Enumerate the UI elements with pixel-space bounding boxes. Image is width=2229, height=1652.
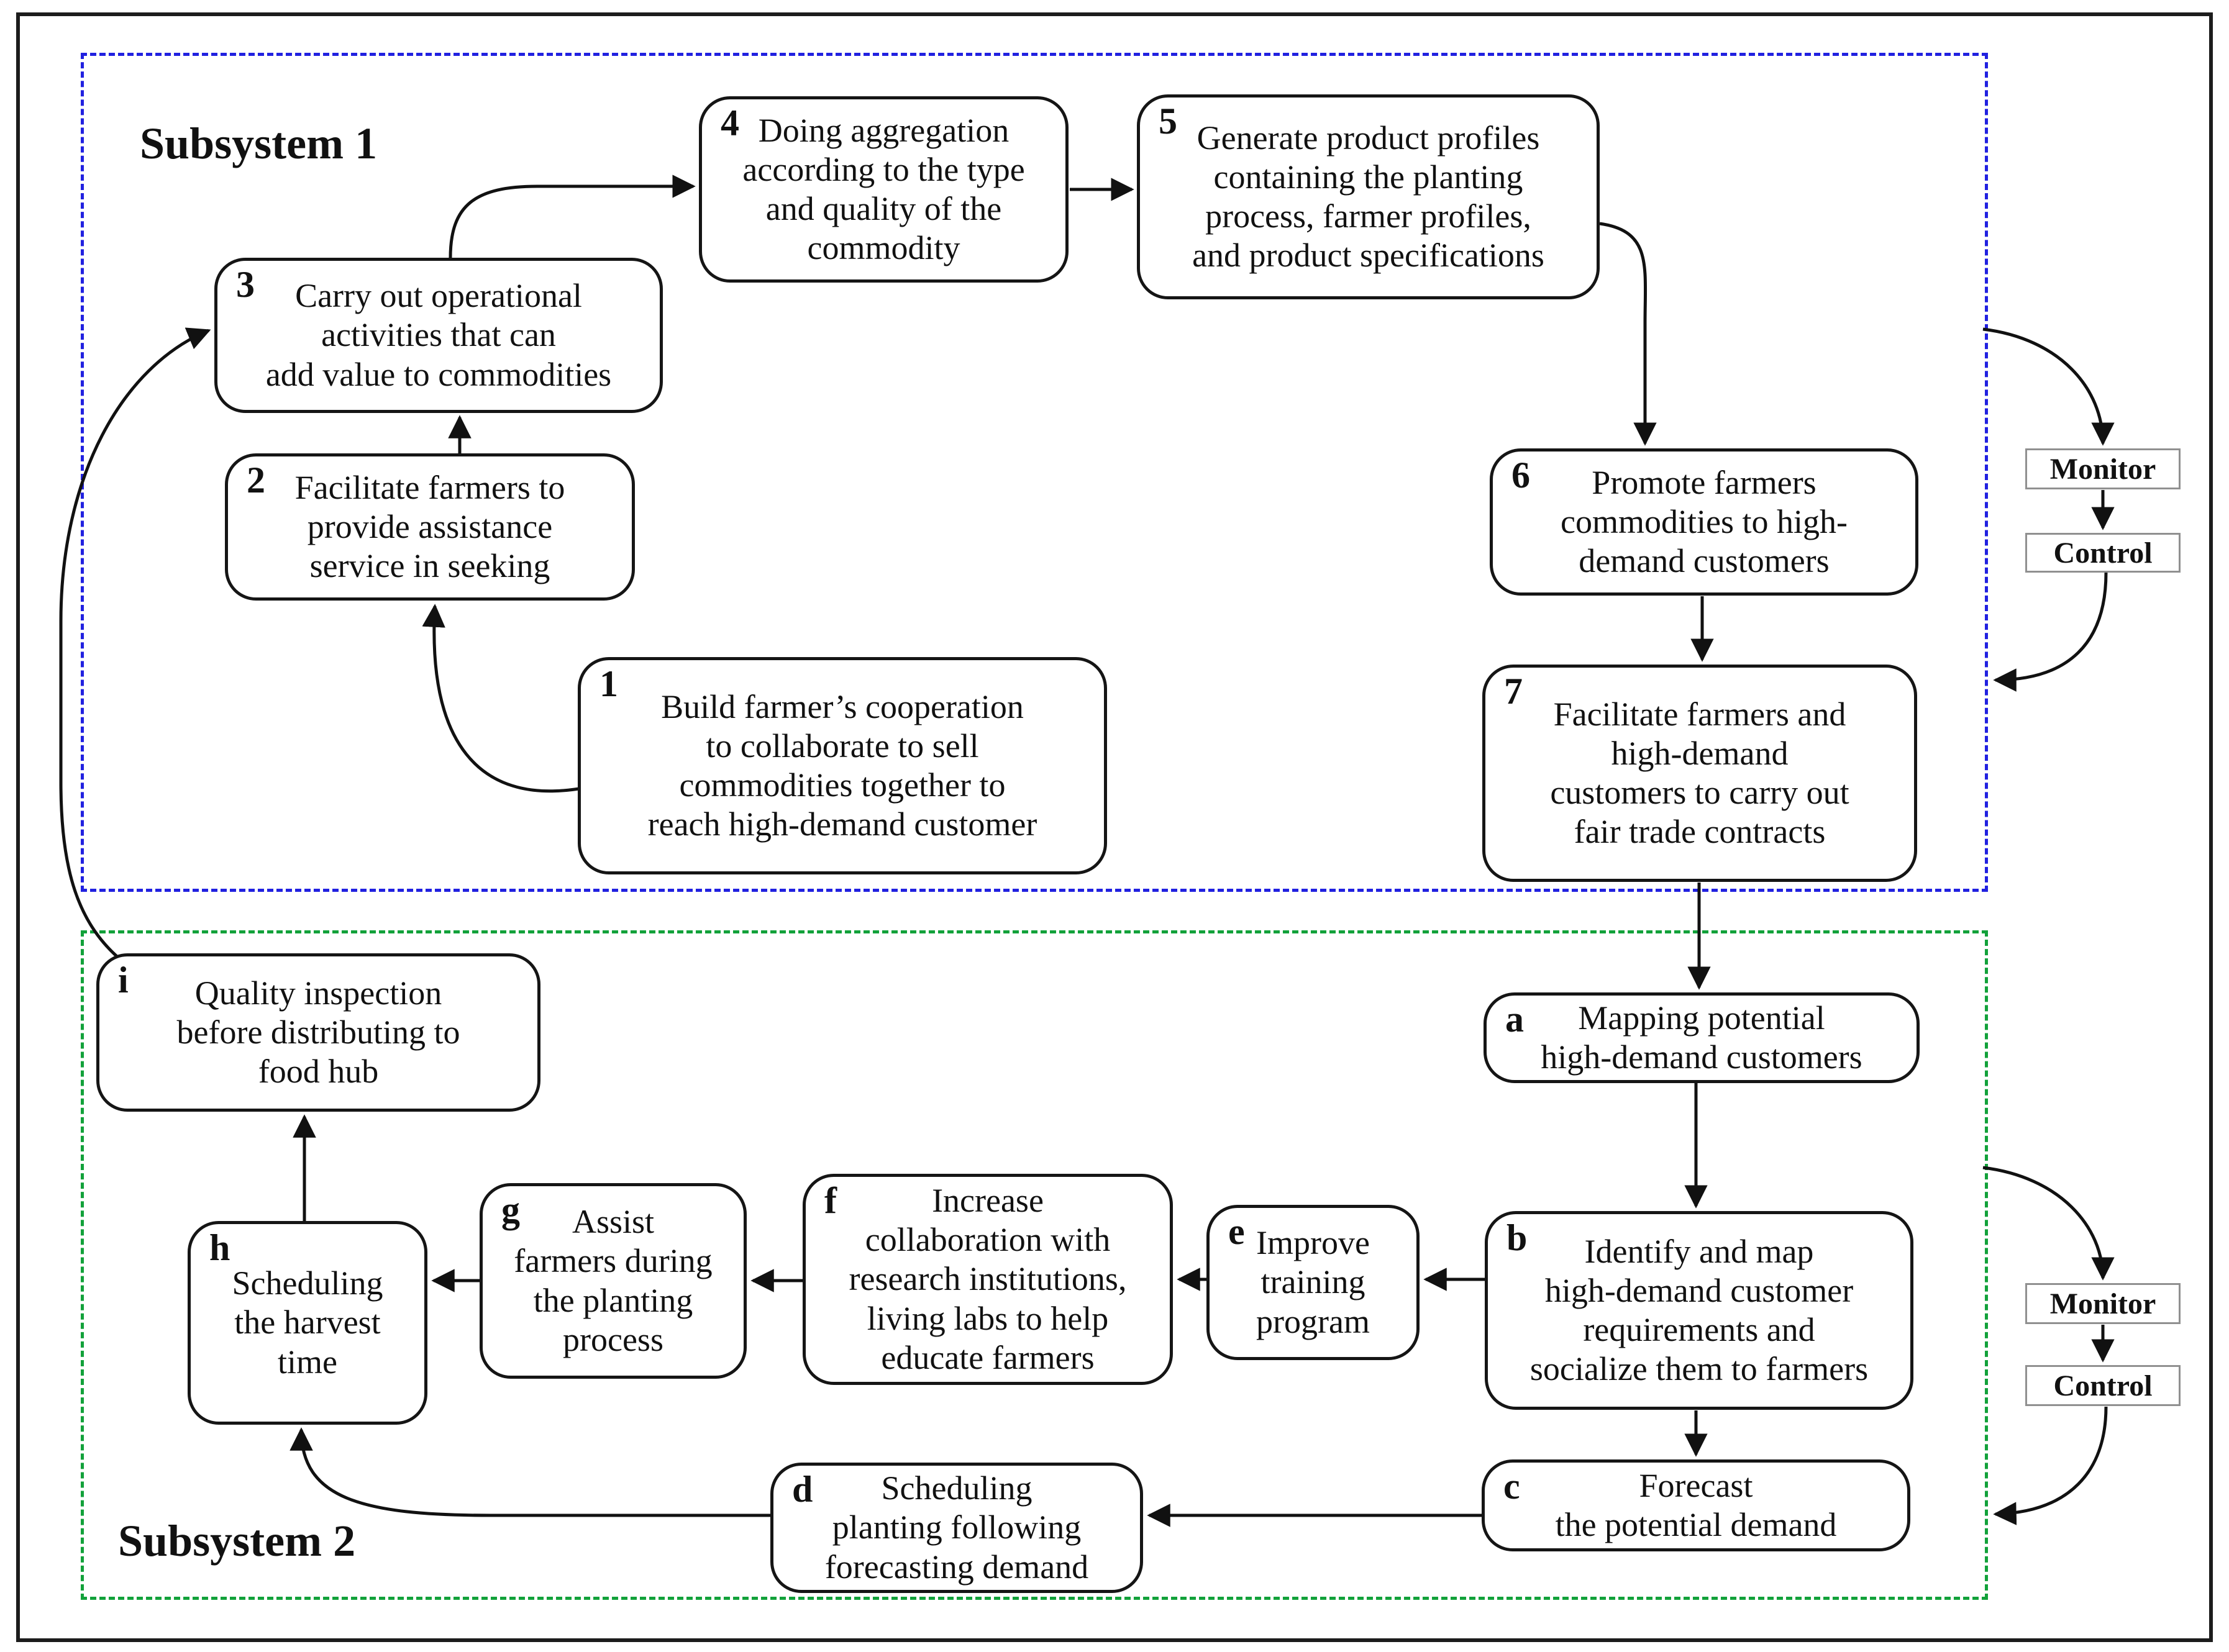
process-box-i-text: Quality inspection before distributing t… [176, 974, 460, 1091]
process-box-2-label: 2 [247, 460, 265, 501]
arrow-control1-to-subsystem1 [1993, 572, 2108, 692]
process-box-6: 6 Promote farmers commodities to high- d… [1490, 448, 1918, 596]
process-box-c-text: Forecast the potential demand [1555, 1466, 1837, 1543]
process-box-d: d Scheduling planting following forecast… [770, 1463, 1143, 1593]
arrow-subsystem2-to-monitor [1982, 1166, 2115, 1281]
arrow-subsystem1-to-monitor [1982, 327, 2115, 446]
process-box-1: 1 Build farmer’s cooperation to collabor… [578, 657, 1107, 874]
process-box-e-text: Improve training program [1256, 1224, 1370, 1340]
process-box-1-text: Build farmer’s cooperation to collaborat… [647, 688, 1037, 843]
process-box-h-label: h [209, 1227, 230, 1268]
process-box-6-text: Promote farmers commodities to high- dem… [1561, 463, 1848, 580]
arrow-i-to-3-feedback [59, 327, 211, 964]
arrow-1-to-2 [422, 604, 580, 793]
monitor-box-subsystem1-text: Monitor [2049, 452, 2156, 486]
monitor-box-subsystem2: Monitor [2025, 1283, 2181, 1324]
process-box-f: f Increase collaboration with research i… [803, 1174, 1173, 1385]
process-box-4-label: 4 [721, 102, 739, 143]
process-box-i: i Quality inspection before distributing… [96, 953, 540, 1112]
process-box-b-label: b [1507, 1217, 1528, 1258]
process-box-b-text: Identify and map high-demand customer re… [1529, 1232, 1869, 1388]
subsystem1-label: Subsystem 1 [140, 119, 378, 168]
process-box-i-label: i [118, 960, 129, 1001]
arrow-3-to-4 [449, 175, 696, 258]
process-box-d-text: Scheduling planting following forecastin… [824, 1469, 1089, 1586]
process-box-4-text: Doing aggregation according to the type … [742, 111, 1025, 267]
process-box-g-label: g [501, 1189, 520, 1230]
process-box-3: 3 Carry out operational activities that … [214, 258, 663, 413]
process-box-f-text: Increase collaboration with research ins… [849, 1182, 1127, 1376]
process-box-g-text: Assist farmers during the planting proce… [514, 1203, 713, 1358]
process-box-2-text: Facilitate farmers to provide assistance… [294, 468, 565, 585]
process-box-f-label: f [824, 1180, 837, 1221]
subsystem1-boundary [81, 53, 1988, 892]
process-box-h: h Scheduling the harvest time [188, 1221, 427, 1425]
control-box-subsystem2-text: Control [2053, 1369, 2153, 1402]
arrow-5-to-6 [1599, 222, 1657, 446]
process-box-c: c Forecast the potential demand [1482, 1459, 1910, 1551]
process-box-5: 5 Generate product profiles containing t… [1137, 94, 1600, 299]
process-box-7: 7 Facilitate farmers and high-demand cus… [1482, 665, 1917, 882]
process-box-a-label: a [1505, 999, 1524, 1040]
process-box-c-label: c [1503, 1466, 1520, 1507]
control-box-subsystem1: Control [2025, 533, 2181, 573]
arrow-control2-to-subsystem2 [1993, 1406, 2108, 1525]
process-box-1-label: 1 [599, 663, 618, 704]
process-box-b: b Identify and map high-demand customer … [1485, 1211, 1913, 1410]
process-box-e-label: e [1228, 1211, 1245, 1252]
process-box-7-label: 7 [1504, 671, 1523, 712]
process-box-5-text: Generate product profiles containing the… [1192, 119, 1544, 275]
process-box-3-label: 3 [236, 264, 255, 305]
process-box-g: g Assist farmers during the planting pro… [480, 1183, 747, 1379]
process-box-4: 4 Doing aggregation according to the typ… [699, 96, 1069, 283]
process-box-h-text: Scheduling the harvest time [232, 1264, 383, 1381]
process-box-2: 2 Facilitate farmers to provide assistan… [225, 453, 635, 601]
process-box-3-text: Carry out operational activities that ca… [265, 277, 612, 393]
monitor-box-subsystem2-text: Monitor [2049, 1287, 2156, 1320]
arrow-d-to-h [289, 1427, 770, 1517]
process-box-7-text: Facilitate farmers and high-demand custo… [1550, 695, 1849, 851]
process-box-5-label: 5 [1159, 101, 1177, 142]
outer-frame [16, 12, 2213, 1642]
subsystem2-label: Subsystem 2 [118, 1516, 356, 1566]
control-box-subsystem1-text: Control [2053, 536, 2153, 570]
subsystem2-boundary [81, 930, 1988, 1600]
monitor-box-subsystem1: Monitor [2025, 448, 2181, 489]
process-box-e: e Improve training program [1206, 1205, 1420, 1360]
process-box-a-text: Mapping potential high-demand customers [1541, 999, 1862, 1076]
control-box-subsystem2: Control [2025, 1365, 2181, 1406]
process-box-d-label: d [792, 1469, 813, 1510]
process-box-6-label: 6 [1511, 455, 1530, 496]
process-box-a: a Mapping potential high-demand customer… [1484, 992, 1920, 1083]
